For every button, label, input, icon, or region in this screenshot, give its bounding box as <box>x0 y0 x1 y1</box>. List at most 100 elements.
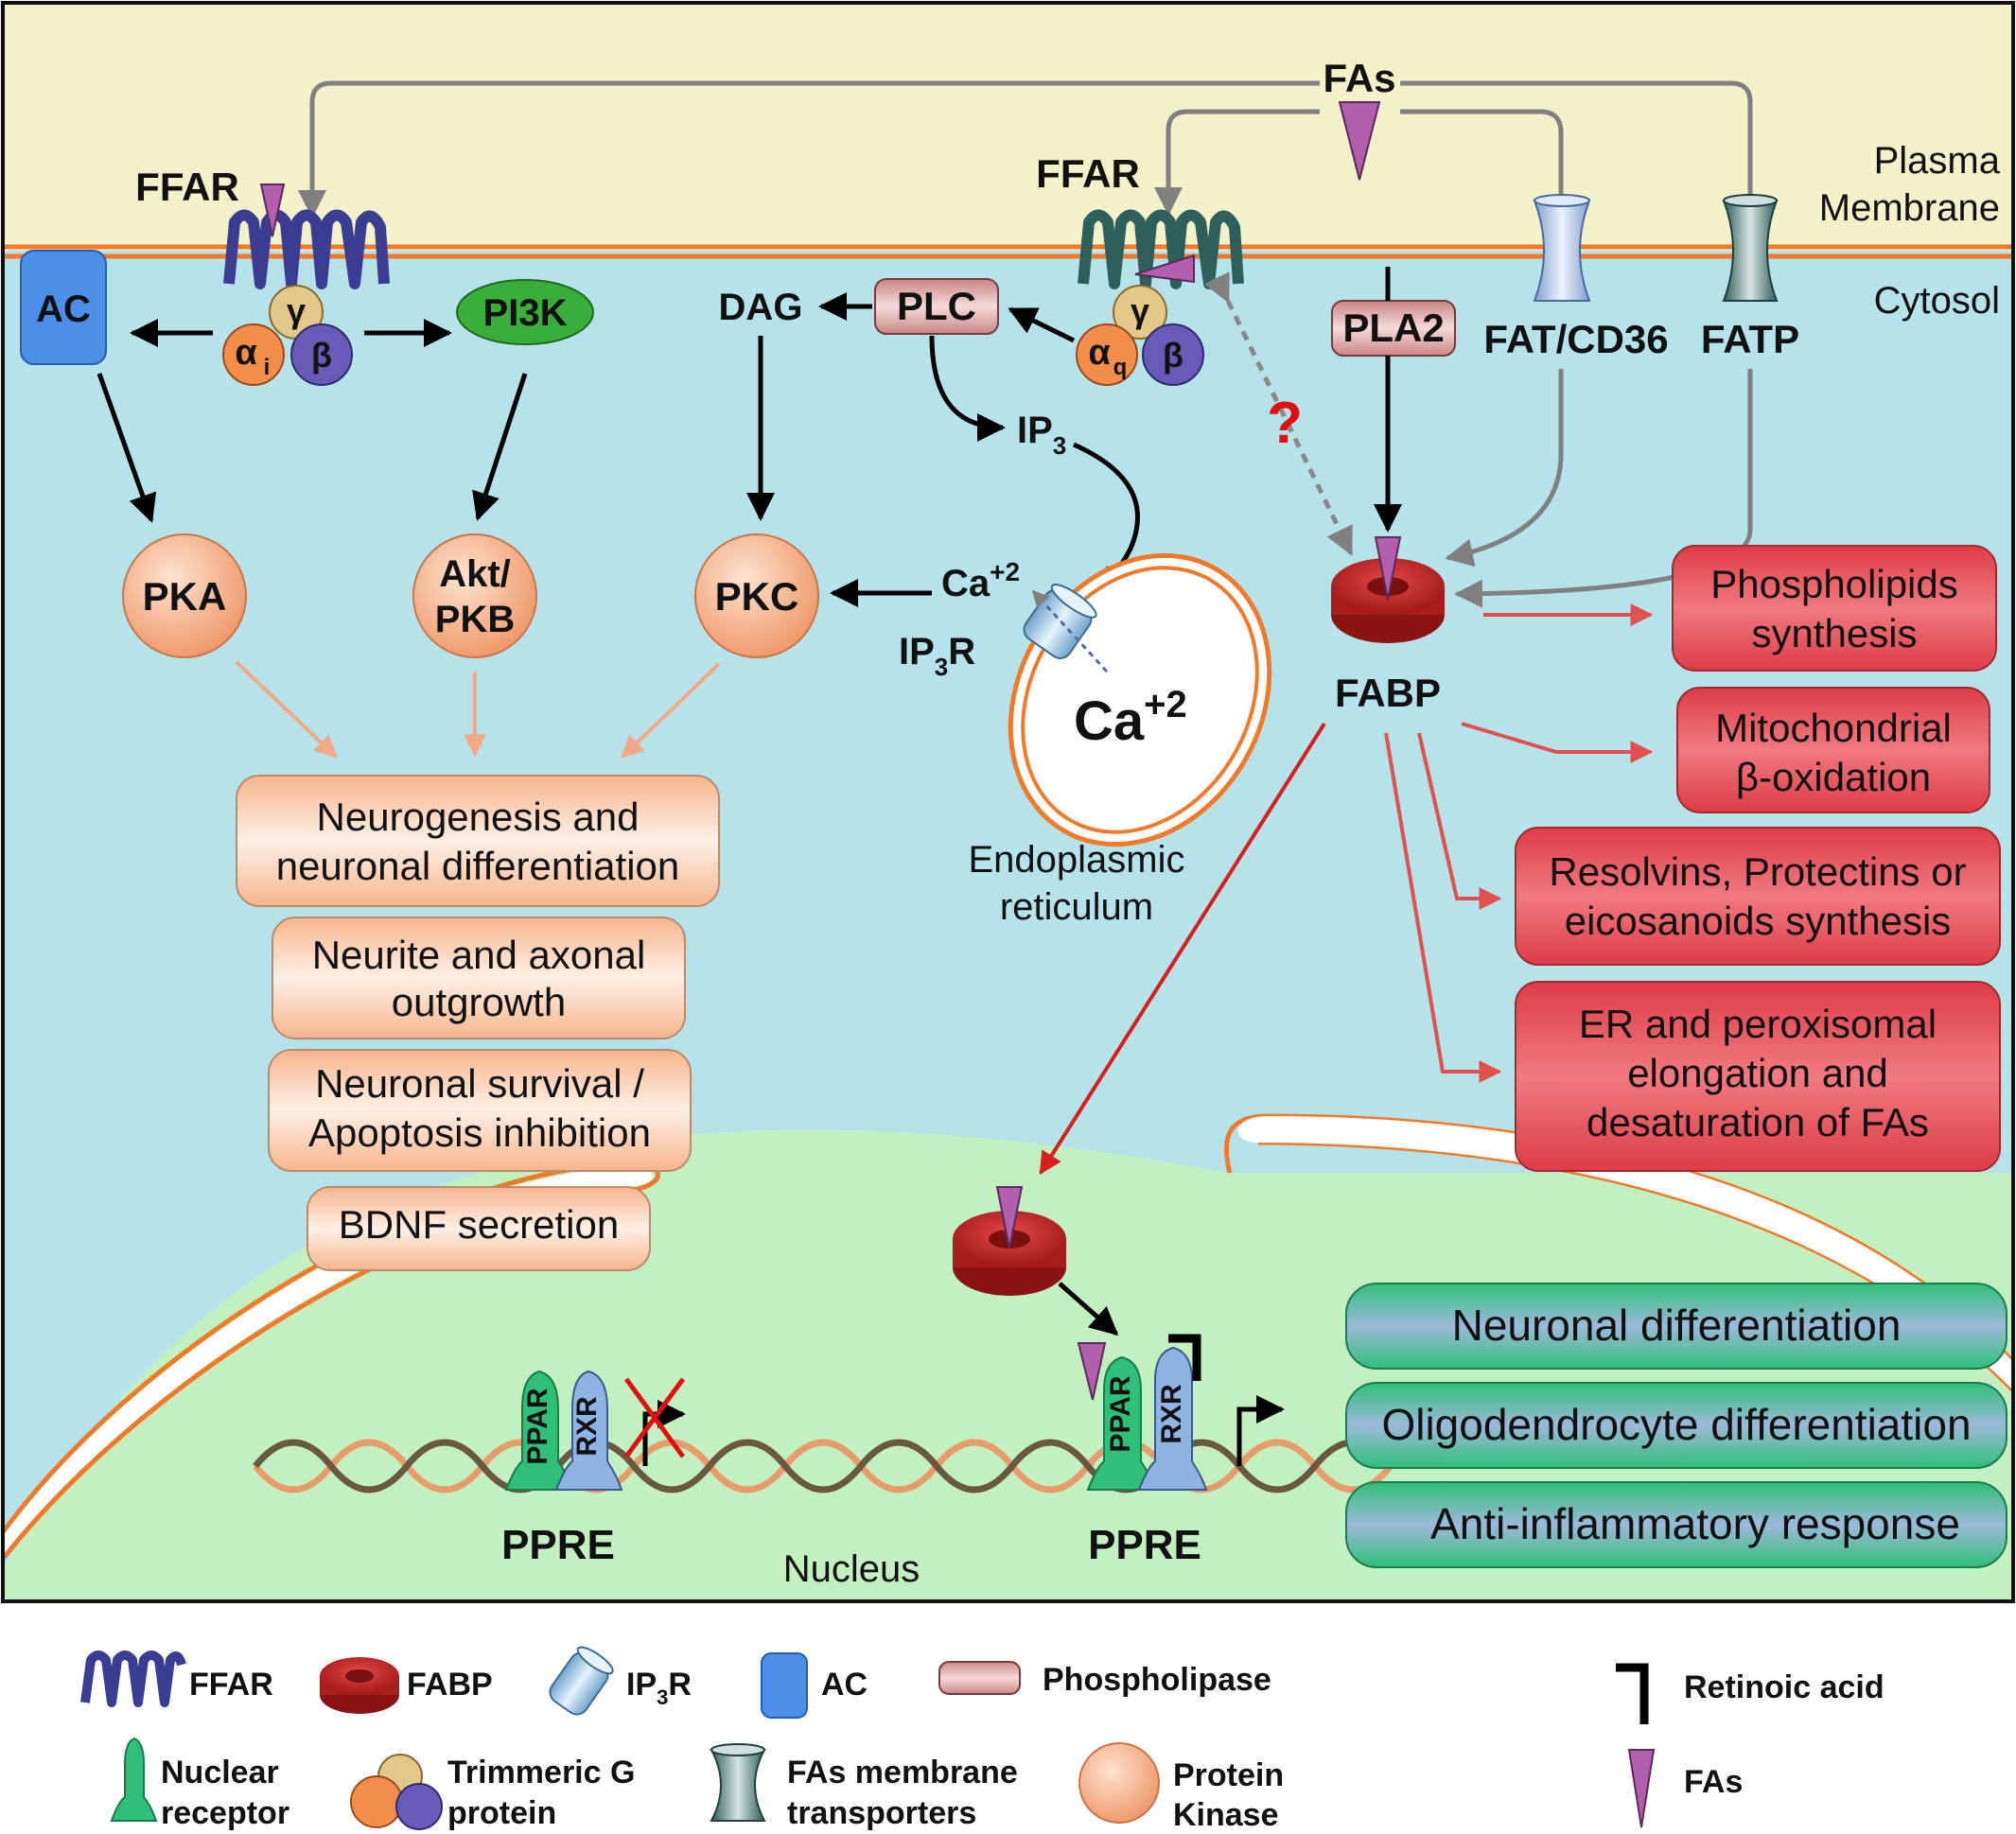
arrow-fas-to-fat <box>1400 109 1564 199</box>
pkc-label: PKC <box>715 574 799 619</box>
legend-transporter-top-icon <box>710 1743 765 1756</box>
svg-text:eicosanoids synthesis: eicosanoids synthesis <box>1565 899 1952 943</box>
akt-label: Akt/ <box>439 553 511 595</box>
svg-text:Neurite and axonal: Neurite and axonal <box>312 933 646 977</box>
outcome-nucleus-0: Neuronal differentiation <box>1345 1283 2007 1370</box>
outcome-nucleus-1: Oligodendrocyte differentiation <box>1345 1382 2007 1469</box>
gamma-q-subunit-icon <box>1113 285 1167 340</box>
legend-ip3r-label: IP3R <box>626 1667 692 1709</box>
membrane-region <box>3 3 2013 251</box>
membrane-label-2: Membrane <box>1819 187 2000 229</box>
legend-gprotein-icon <box>350 1754 443 1830</box>
arrow-fas-to-ffar-left <box>298 80 1320 218</box>
legend-nuclear-label-2: receptor <box>161 1795 289 1831</box>
pla2-icon <box>1331 300 1456 357</box>
arrow-ac-to-pka <box>96 373 157 523</box>
fabp-ligand-icon <box>1374 536 1402 601</box>
arrow-fabp-to-ppar <box>1058 1282 1119 1336</box>
er-label-2: reticulum <box>1000 886 1153 928</box>
legend-phospholipase-icon <box>938 1661 1021 1695</box>
ip3-label: IP3 <box>1017 410 1066 460</box>
svg-text:elongation and: elongation and <box>1627 1051 1888 1095</box>
legend-ac-icon <box>761 1652 808 1719</box>
pla2-label: PLA2 <box>1342 306 1444 350</box>
svg-text:Apoptosis inhibition: Apoptosis inhibition <box>308 1110 651 1155</box>
legend-fabp-label: FABP <box>407 1667 493 1703</box>
arrow-ca-release <box>1031 589 1109 673</box>
alpha-q-sub: q <box>1113 355 1128 380</box>
diagram-frame <box>1 1 2015 1603</box>
fabp-nucleus-ligand-icon <box>995 1186 1024 1249</box>
legend-kinase-icon <box>1078 1742 1160 1824</box>
arrow-fas-to-fatp <box>1400 80 1753 199</box>
arrow-fabp-to-mitochondrial <box>1461 722 1654 763</box>
ffar-left-receptor-icon <box>223 209 390 289</box>
legend-fabp-icon <box>320 1657 399 1714</box>
svg-text:Anti-inflammatory response: Anti-inflammatory response <box>1430 1499 1960 1548</box>
nuclear-envelope-outer <box>0 1161 625 1534</box>
ca-small-label: Ca+2 <box>941 557 1020 604</box>
outcome-right-1: Mitochondrial β-oxidation <box>1676 687 1990 813</box>
pka-label: PKA <box>143 574 227 619</box>
gamma-label: γ <box>287 291 306 330</box>
alpha-q-label: α <box>1088 333 1110 373</box>
gamma-q-label: γ <box>1131 291 1149 330</box>
ppar-ligand-icon <box>1077 1342 1107 1401</box>
cytosol-label: Cytosol <box>1874 280 2000 322</box>
ffar-mid-receptor-icon <box>1078 209 1244 289</box>
fat-label: FAT/CD36 <box>1483 317 1668 361</box>
legend-ac-label: AC <box>821 1667 868 1703</box>
fabp-label: FABP <box>1335 671 1441 715</box>
outcome-left-2: Neuronal survival / Apoptosis inhibition <box>268 1049 692 1172</box>
outcome-left-3: BDNF secretion <box>307 1186 651 1271</box>
fatp-top-icon <box>1723 194 1778 207</box>
question-mark: ? <box>1267 391 1303 456</box>
blocked-x-icon <box>623 1377 686 1458</box>
g-protein-left: γ α i β <box>222 285 353 386</box>
legend-gprotein-label: Trimmeric G <box>447 1755 635 1790</box>
legend-ffar-icon <box>80 1651 186 1707</box>
alpha-i-subunit-icon <box>222 323 285 386</box>
arrow-fabp-to-resolvins <box>1417 732 1502 910</box>
pka-icon <box>122 533 247 658</box>
svg-text:Oligodendrocyte differentiatio: Oligodendrocyte differentiation <box>1381 1400 1971 1449</box>
outcome-right-2: Resolvins, Protectins or eicosanoids syn… <box>1515 827 2001 966</box>
fas-top-label: FAs <box>1323 56 1395 100</box>
pkc-icon <box>694 533 819 658</box>
outcome-right-3: ER and peroxisomal elongation and desatu… <box>1515 981 2001 1172</box>
legend-retinoic-label: Retinoic acid <box>1684 1669 1885 1705</box>
ppar-left-label: PPAR <box>522 1388 553 1464</box>
arrow-fas-to-ffar-mid <box>1154 109 1320 216</box>
legend-nuclear-label: Nuclear <box>161 1755 279 1790</box>
svg-text:Mitochondrial: Mitochondrial <box>1715 706 1952 750</box>
outcome-left-0: Neurogenesis and neuronal differentiatio… <box>236 775 720 907</box>
svg-text:Neurogenesis and: Neurogenesis and <box>317 795 640 839</box>
retinoic-acid-icon <box>1168 1334 1201 1381</box>
rxr-left-label: RXR <box>571 1396 603 1457</box>
ip3r-label: IP3R <box>899 631 975 681</box>
svg-text:β-oxidation: β-oxidation <box>1736 755 1931 799</box>
legend-fas-label: FAs <box>1684 1764 1743 1800</box>
svg-text:Neuronal differentiation: Neuronal differentiation <box>1452 1301 1902 1350</box>
legend-transporters-label: FAs membrane <box>787 1755 1018 1790</box>
legend-kinase-label: Protein <box>1173 1757 1284 1793</box>
membrane-label: Plasma <box>1874 140 2001 182</box>
arrow-fabp-to-nucleus <box>1039 722 1326 1176</box>
legend-kinase-label-2: Kinase <box>1173 1797 1279 1833</box>
legend-fas-icon <box>1627 1749 1656 1828</box>
beta-label: β <box>311 336 332 375</box>
ffar-mid-label: FFAR <box>1036 151 1140 196</box>
ppar-right-label: PPAR <box>1105 1375 1136 1452</box>
fatp-label: FATP <box>1701 317 1799 361</box>
g-protein-mid: γ α q β <box>1076 285 1204 386</box>
outcome-left-1: Neurite and axonal outgrowth <box>272 917 686 1039</box>
fatp-transporter-icon <box>1722 200 1779 302</box>
ffar-left-ligand-icon <box>259 183 286 237</box>
transcription-active-arrow <box>1236 1395 1285 1466</box>
alpha-label: α <box>235 333 256 373</box>
arrow-fat-to-fabp <box>1445 369 1564 568</box>
arrow-fabp-to-er-elongation <box>1384 732 1502 1083</box>
rxr-right-icon <box>1137 1346 1208 1491</box>
akt-label-2: PKB <box>435 599 515 640</box>
ppre-left-label: PPRE <box>501 1522 615 1568</box>
